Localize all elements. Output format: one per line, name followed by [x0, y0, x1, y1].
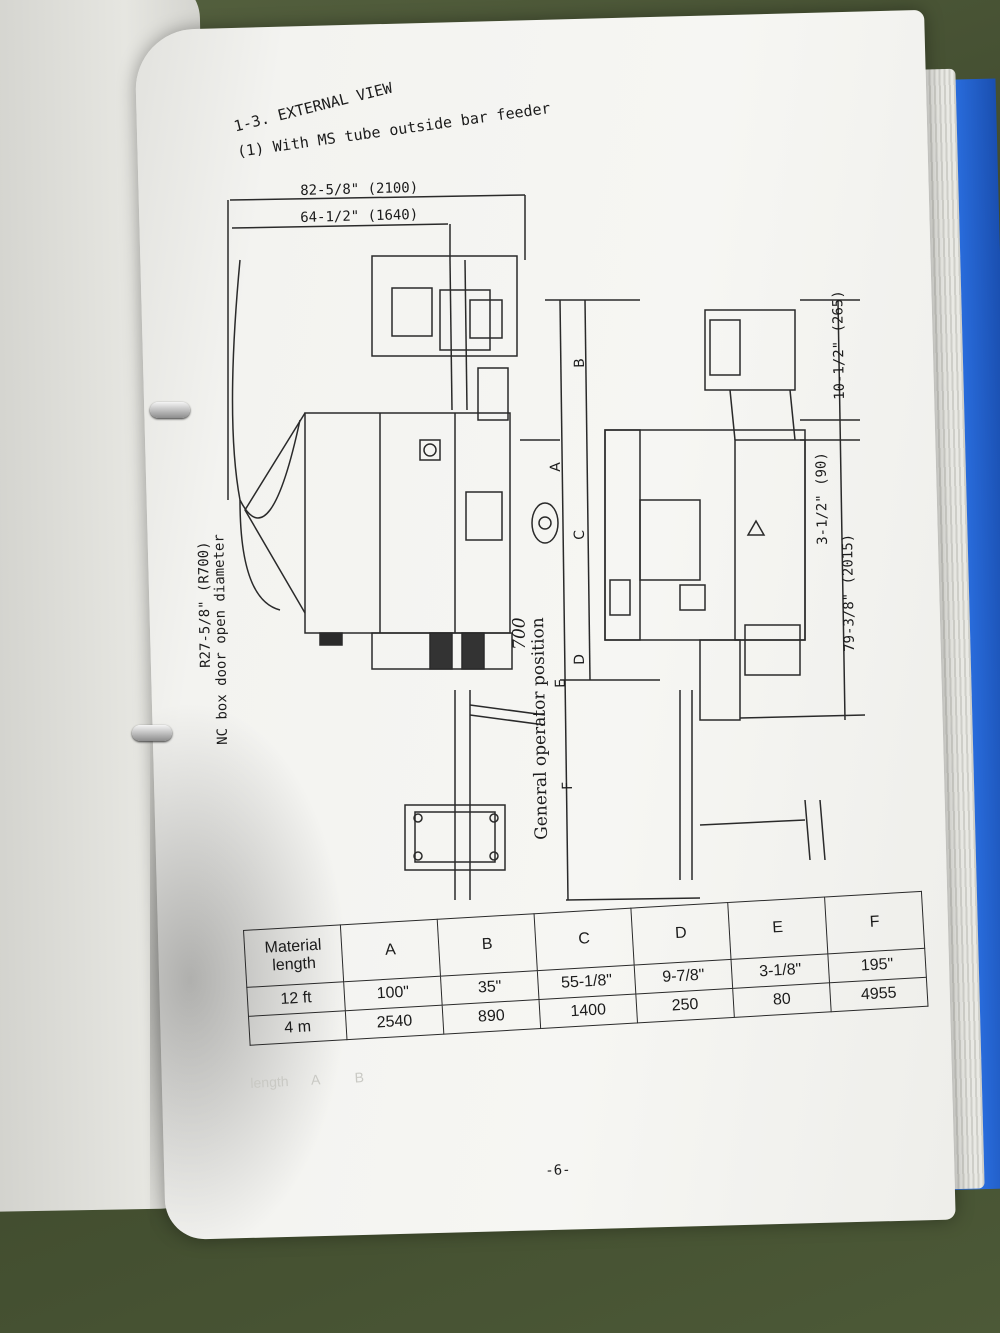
- dim-letter-d: D: [571, 653, 588, 665]
- table-header-f: F: [824, 891, 925, 954]
- table-header-c: C: [534, 908, 635, 971]
- operator-position-label: General operator position: [528, 617, 552, 840]
- table-header-b: B: [437, 913, 538, 977]
- table-header-e: E: [727, 896, 828, 960]
- dim-letter-e: E: [552, 678, 569, 688]
- dim-body-width: 64-1/2" (1640): [300, 206, 419, 226]
- row-label: 4 m: [248, 1010, 347, 1046]
- dim-right-mid: 3-1/2" (90): [813, 452, 831, 545]
- table-header-a: A: [340, 919, 441, 982]
- dim-letter-a: A: [547, 462, 564, 472]
- dim-letter-f: F: [559, 781, 576, 790]
- table-cell: 1400: [538, 993, 638, 1029]
- dim-right-height: 79-3/8" (2015): [839, 533, 858, 652]
- binder-ring-bottom: [132, 725, 172, 741]
- page-number: -6-: [545, 1162, 571, 1179]
- dim-overall-width: 82-5/8" (2100): [300, 179, 419, 199]
- binder-ring-top: [150, 402, 190, 418]
- dim-letter-c: C: [571, 529, 588, 540]
- table-cell: 890: [442, 999, 541, 1035]
- handwritten-700: 700: [509, 617, 530, 650]
- table-cell: 250: [635, 988, 735, 1023]
- table-cell: 80: [732, 982, 832, 1018]
- table-cell: 4955: [829, 977, 929, 1012]
- table-header-d: D: [630, 902, 732, 966]
- table-cell: 2540: [345, 1005, 444, 1040]
- dim-letter-b: B: [571, 358, 588, 368]
- dim-right-top: 10-1/2" (265): [830, 290, 848, 400]
- table-header-material: Material length: [243, 924, 344, 988]
